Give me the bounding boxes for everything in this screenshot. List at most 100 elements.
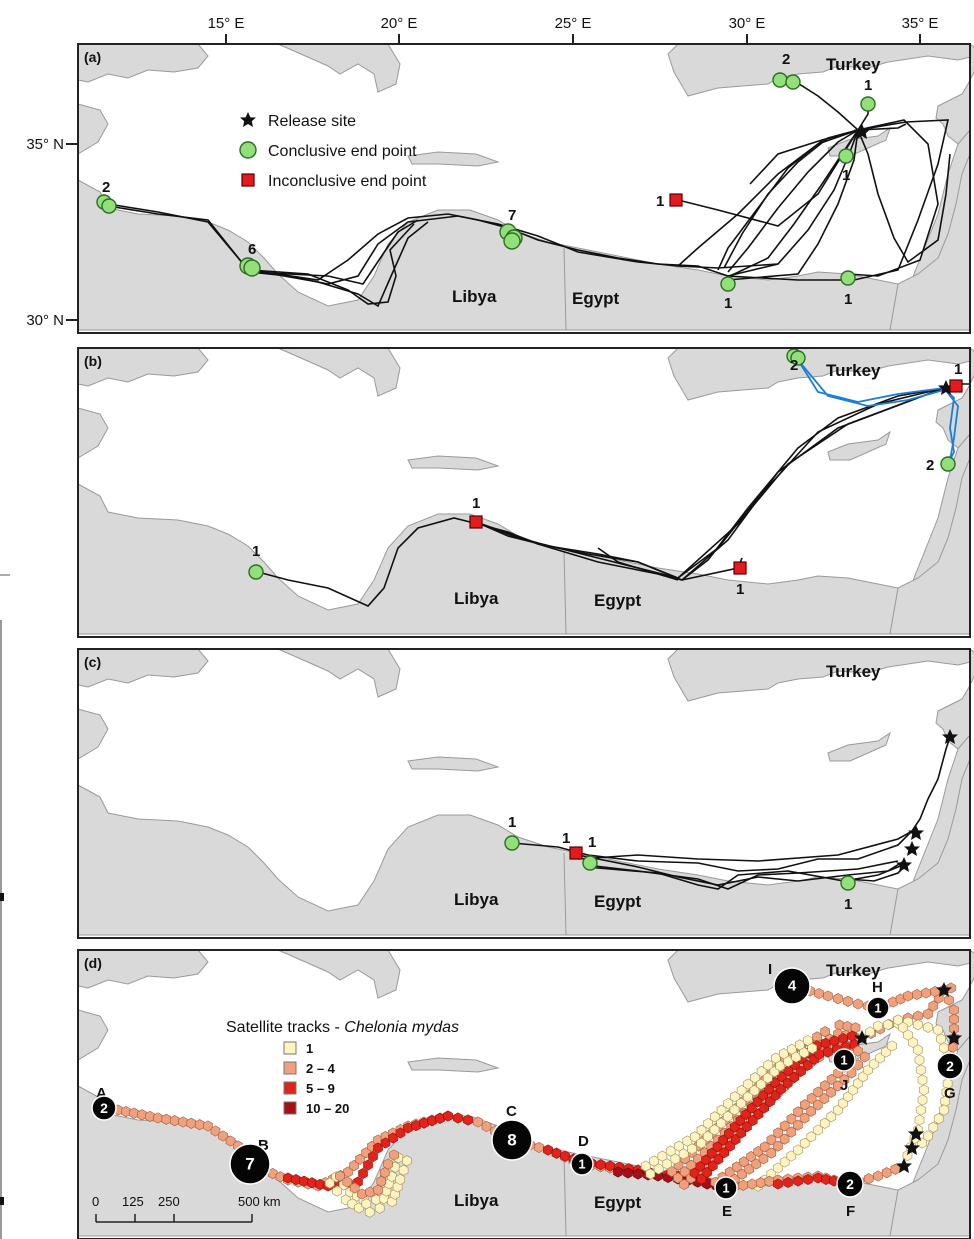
site-count: 1	[722, 1181, 729, 1196]
count-label: 1	[954, 361, 962, 378]
density-hex	[383, 1158, 393, 1170]
density-hex	[921, 987, 931, 999]
site-count: 2	[100, 1100, 108, 1116]
end-point	[840, 270, 856, 286]
count-label: 1	[724, 295, 732, 312]
density-hex	[791, 1051, 801, 1063]
density-hex	[793, 1175, 803, 1187]
site-letter: J	[840, 1077, 848, 1094]
density-hex	[283, 1172, 293, 1184]
lon-tick-25: 25° E	[555, 15, 592, 32]
density-hex	[653, 1163, 664, 1175]
site-C: C 8	[491, 1103, 533, 1161]
site-D: D 1	[570, 1133, 594, 1176]
legend-swatch-3	[283, 1081, 297, 1095]
density-hex	[373, 1184, 383, 1196]
count-label: 1	[736, 581, 744, 598]
inconclusive-end-point	[569, 846, 583, 860]
end-point	[840, 875, 856, 891]
panel-c-label: (c)	[84, 654, 101, 670]
density-hex	[853, 998, 863, 1010]
count-label: 1	[864, 77, 872, 94]
density-hex	[916, 1104, 926, 1116]
panel-d-label: (d)	[84, 955, 102, 971]
density-hex	[419, 1117, 429, 1129]
density-hex	[928, 1000, 939, 1012]
density-hex	[860, 1051, 870, 1063]
site-J: 1 J	[832, 1048, 856, 1094]
count-label: 1	[252, 543, 260, 560]
panel-a-legend: Release site Conclusive end point Inconc…	[239, 112, 427, 190]
density-hex	[755, 1177, 766, 1189]
density-hex	[813, 1172, 823, 1184]
density-hex	[402, 1155, 412, 1167]
count-label: 1	[842, 167, 850, 184]
site-letter: H	[872, 979, 883, 996]
density-hex	[335, 1170, 345, 1182]
density-hex	[324, 1177, 335, 1189]
lat-tick-30: 30° N	[26, 312, 64, 329]
count-label: 1	[656, 193, 664, 210]
density-hex	[923, 1021, 933, 1033]
density-hex	[275, 1171, 286, 1183]
site-count: 2	[946, 1058, 954, 1074]
density-hex	[893, 1014, 903, 1026]
legend-title: Satellite tracks - Chelonia mydas	[226, 1019, 459, 1036]
density-hex	[365, 1186, 375, 1198]
density-hex	[595, 1159, 606, 1171]
density-hex	[887, 1040, 897, 1052]
density-hex	[225, 1135, 236, 1147]
inconclusive-end-point	[949, 379, 963, 393]
end-point	[790, 350, 806, 366]
density-hex	[403, 1122, 413, 1134]
density-hex	[833, 993, 843, 1005]
end-point	[582, 855, 598, 871]
country-libya: Libya	[454, 589, 499, 608]
density-hex	[820, 1026, 830, 1038]
density-hex	[783, 1176, 793, 1189]
density-hex	[914, 1054, 925, 1066]
density-hex	[949, 1013, 959, 1025]
legend-conclusive: Conclusive end point	[268, 143, 417, 160]
density-hex	[307, 1177, 317, 1189]
density-hex	[169, 1115, 180, 1127]
density-hex	[137, 1109, 147, 1121]
lon-tick-20: 20° E	[381, 15, 418, 32]
density-hex	[633, 1168, 643, 1180]
density-hex	[435, 1112, 445, 1124]
density-hex	[913, 1044, 923, 1056]
density-hex	[803, 1173, 813, 1186]
site-H: H 1	[866, 979, 890, 1020]
site-letter: F	[846, 1203, 855, 1220]
count-label: 6	[248, 241, 256, 258]
density-hex	[939, 1104, 949, 1116]
site-letter: C	[506, 1103, 517, 1120]
density-hex	[913, 1019, 923, 1031]
panel-d-legend: Satellite tracks - Chelonia mydas 1 2 – …	[226, 1019, 459, 1116]
count-label: 1	[562, 830, 570, 847]
density-hex	[747, 1178, 757, 1190]
density-hex	[823, 990, 833, 1002]
panel-a-label: (a)	[84, 49, 101, 65]
count-label: 1	[844, 291, 852, 308]
country-libya: Libya	[452, 287, 497, 306]
site-count: 8	[507, 1131, 516, 1150]
density-hex	[773, 1127, 783, 1139]
density-hex	[917, 1074, 928, 1086]
density-hex	[814, 987, 824, 1000]
density-hex	[923, 1008, 933, 1020]
density-hex	[368, 1150, 378, 1163]
panel-a-tracks	[107, 79, 951, 308]
scale-0: 0	[92, 1194, 99, 1209]
density-hex	[912, 988, 922, 1001]
density-hex	[783, 1055, 793, 1068]
density-hex	[398, 1164, 409, 1176]
site-E: 1 E	[714, 1176, 738, 1220]
site-count: 1	[578, 1157, 585, 1172]
density-hex	[342, 1176, 353, 1188]
legend-class-4: 10 – 20	[306, 1101, 349, 1116]
density-hex	[919, 1084, 929, 1096]
density-hex	[210, 1125, 221, 1137]
density-hex	[551, 1147, 562, 1159]
site-count: 7	[245, 1155, 254, 1174]
